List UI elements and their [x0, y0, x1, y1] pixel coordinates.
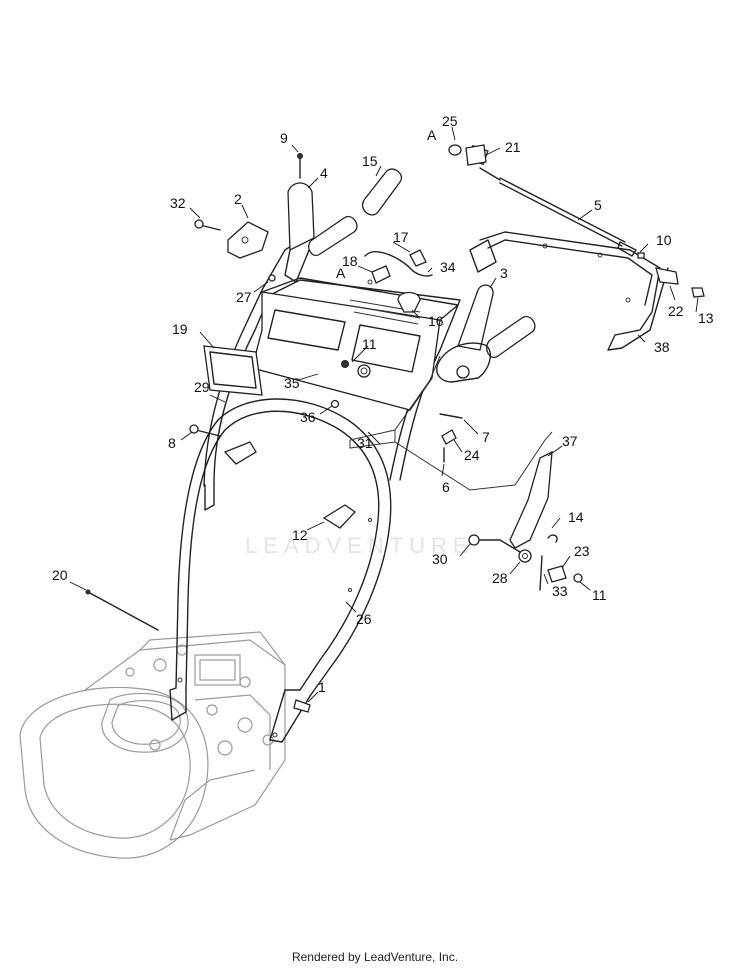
callout-34: 34 [440, 259, 456, 275]
lower-handle [169, 398, 392, 743]
callout-17: 17 [393, 229, 409, 245]
footer-credit: Rendered by LeadVenture, Inc. [291, 950, 459, 964]
callout-11-shift: 11 [592, 587, 607, 603]
bolt-32 [199, 224, 221, 231]
left-grip [284, 182, 315, 283]
callout-6: 6 [442, 479, 450, 495]
callout-38: 38 [654, 339, 670, 355]
bolt-8 [195, 429, 221, 437]
callout-13: 13 [698, 310, 714, 326]
leader-lines [69, 126, 699, 703]
callout-31: 31 [357, 435, 373, 451]
watermark: LEADVENTURE [245, 533, 474, 558]
callout-20: 20 [52, 567, 68, 583]
bushing-18 [371, 265, 391, 284]
fitting-21 [465, 144, 487, 166]
nut-13 [691, 287, 705, 298]
callout-A-cable: A [427, 127, 437, 143]
screw-9-head [297, 153, 303, 159]
callout-30: 30 [432, 551, 448, 567]
knob-12 [322, 504, 356, 529]
callout-18: 18 [342, 253, 358, 269]
callout-14: 14 [568, 509, 584, 525]
callout-23: 23 [574, 543, 590, 559]
callout-36: 36 [300, 409, 316, 425]
callout-12: 12 [292, 527, 308, 543]
callout-7: 7 [482, 429, 490, 445]
ferrule-10 [637, 252, 645, 259]
callout-10: 10 [656, 232, 672, 248]
grip-cover-15 [308, 168, 403, 257]
callout-2: 2 [234, 191, 242, 207]
rod-34 [364, 251, 433, 277]
reflector-19 [203, 345, 263, 396]
shift-linkage [468, 450, 583, 591]
trunnion-22 [655, 267, 679, 285]
rod-20 [87, 591, 159, 631]
clip-17 [409, 249, 427, 267]
callout-35: 35 [284, 375, 300, 391]
bolt-1 [293, 699, 311, 713]
nut-11-panel [341, 360, 349, 368]
callout-1: 1 [318, 679, 326, 695]
callout-A-panel: A [336, 265, 346, 281]
control-panel [251, 277, 459, 411]
callout-16: 16 [428, 313, 444, 329]
callout-labels: 1 2 3 4 5 6 7 8 9 10 11 11 11 12 13 14 1… [52, 113, 714, 695]
right-grip [436, 284, 536, 383]
pin-24 [441, 429, 457, 445]
callout-28: 28 [492, 570, 508, 586]
nut-36 [330, 399, 340, 409]
bolt-7 [439, 413, 463, 419]
clip-27 [268, 274, 276, 282]
knob-left [223, 441, 257, 465]
callout-19: 19 [172, 321, 188, 337]
cable-31 [349, 355, 553, 491]
callout-5: 5 [594, 197, 602, 213]
callout-29: 29 [194, 379, 210, 395]
knob-16 [397, 291, 421, 313]
callout-27: 27 [236, 289, 252, 305]
callout-21: 21 [505, 139, 521, 155]
callout-24: 24 [464, 447, 480, 463]
callout-32: 32 [170, 195, 186, 211]
callout-9: 9 [280, 130, 288, 146]
callout-22: 22 [668, 303, 684, 319]
callout-11-panel: 11 [362, 336, 377, 352]
auger-housing [19, 631, 286, 859]
callout-4: 4 [320, 165, 328, 181]
callout-26: 26 [356, 611, 372, 627]
callout-8: 8 [168, 435, 176, 451]
nut-25 [448, 144, 462, 156]
callout-3: 3 [500, 265, 508, 281]
drive-bail [469, 231, 669, 351]
bolt-32-head [194, 219, 204, 229]
callout-25: 25 [442, 113, 458, 129]
callout-15: 15 [362, 153, 378, 169]
callout-37: 37 [562, 433, 578, 449]
callout-33: 33 [552, 583, 568, 599]
